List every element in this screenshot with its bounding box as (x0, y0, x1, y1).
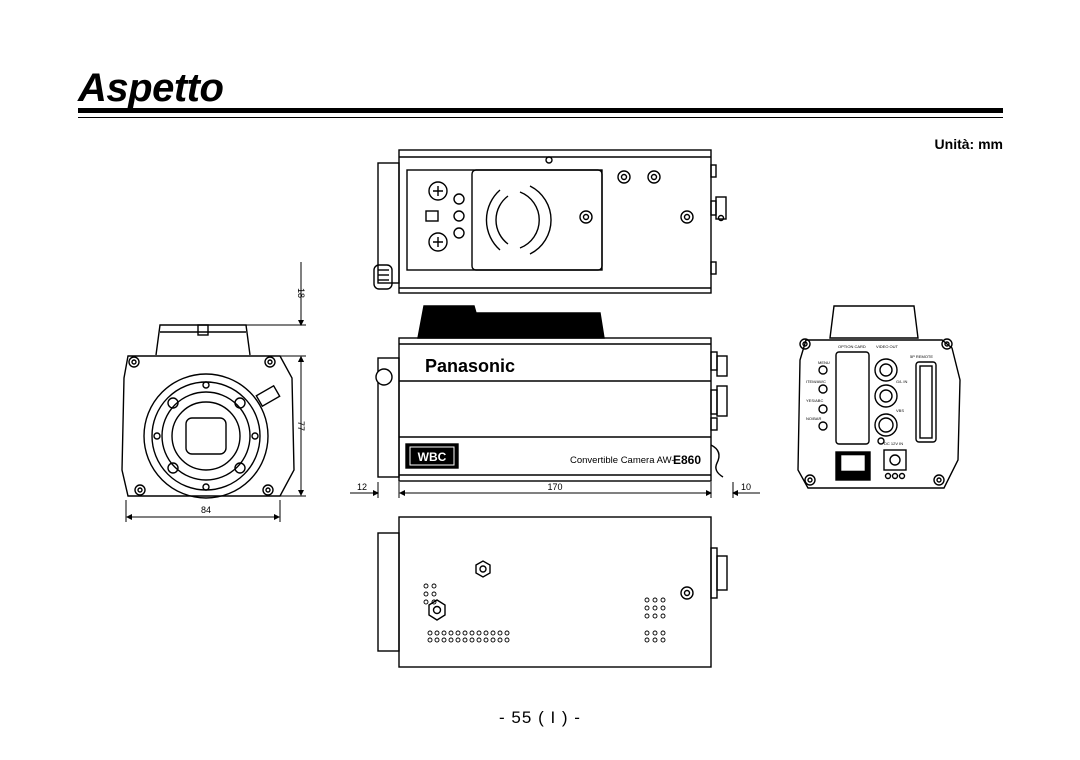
vent-hole (660, 630, 666, 636)
vent-hole (448, 630, 454, 636)
vent-hole (423, 599, 429, 605)
vent-hole (469, 637, 475, 643)
title-rule-thick (78, 108, 1003, 113)
dim-top-offset: 18 (296, 288, 306, 298)
front-view (121, 324, 295, 499)
unit-label: Unità: mm (934, 136, 1003, 152)
brand-logo: Panasonic (425, 356, 515, 376)
vent-hole (652, 637, 658, 643)
item-awc-label: ITEM/AWC (806, 379, 826, 384)
vbs-label: VBS (896, 408, 904, 413)
gl-in-label: G/L IN (896, 379, 908, 384)
vent-hole (504, 630, 510, 636)
video-out-label: VIDEO OUT (876, 344, 899, 349)
model-label: Convertible Camera AW- (570, 455, 675, 466)
vent-hole (431, 583, 437, 589)
dim-lens-mount: 12 (357, 482, 367, 492)
vent-hole (660, 605, 666, 611)
dim-width: 84 (201, 505, 211, 515)
vent-hole (660, 637, 666, 643)
vent-hole (652, 605, 658, 611)
dim-rear-connector: 10 (741, 482, 751, 492)
vent-hole (652, 630, 658, 636)
vent-hole (652, 597, 658, 603)
title-rule-thin (78, 117, 1003, 118)
page-title: Aspetto (78, 66, 224, 110)
vent-hole (427, 637, 433, 643)
side-view (375, 305, 728, 482)
vent-hole (476, 637, 482, 643)
vent-hole (427, 630, 433, 636)
remote-label: 5P REMOTE (910, 354, 933, 359)
vent-hole (644, 605, 650, 611)
yes-abc-label: YES/ABC (806, 398, 823, 403)
no-bar-label: NO/BAR (806, 416, 821, 421)
dim-height: 77 (296, 421, 306, 431)
vent-hole (644, 613, 650, 619)
vent-hole (469, 630, 475, 636)
vent-holes (423, 583, 666, 643)
model-suffix: E860 (673, 453, 701, 467)
dc-in-label: DC 12V IN (884, 441, 903, 446)
vent-hole (431, 599, 437, 605)
vent-hole (660, 613, 666, 619)
vent-hole (462, 637, 468, 643)
front-dimension-lines (125, 262, 306, 522)
side-dimension-lines (350, 482, 760, 498)
vent-hole (652, 613, 658, 619)
vent-hole (441, 637, 447, 643)
vent-hole (483, 630, 489, 636)
vent-hole (483, 637, 489, 643)
vent-hole (455, 630, 461, 636)
dim-body-length: 170 (547, 482, 562, 492)
page-number: - 55 ( I ) - (499, 708, 581, 727)
vent-hole (462, 630, 468, 636)
rear-view (797, 305, 961, 489)
vent-hole (434, 637, 440, 643)
vent-hole (431, 591, 437, 597)
vent-hole (476, 630, 482, 636)
vent-hole (423, 583, 429, 589)
vent-hole (423, 591, 429, 597)
vent-hole (497, 630, 503, 636)
vent-hole (504, 637, 510, 643)
vent-hole (490, 637, 496, 643)
vent-hole (660, 597, 666, 603)
vent-hole (644, 597, 650, 603)
bottom-view (377, 516, 728, 668)
vent-hole (455, 637, 461, 643)
top-view (373, 149, 727, 294)
vent-hole (448, 637, 454, 643)
vent-hole (434, 630, 440, 636)
rear-panel-labels: OPTION CARD VIDEO OUT MENU ITEM/AWC YES/… (806, 344, 933, 446)
vent-hole (441, 630, 447, 636)
vent-hole (497, 637, 503, 643)
menu-label: MENU (818, 360, 830, 365)
wbc-badge: WBC (418, 450, 447, 464)
vent-hole (490, 630, 496, 636)
vent-hole (644, 630, 650, 636)
option-card-label: OPTION CARD (838, 344, 866, 349)
vent-hole (644, 637, 650, 643)
